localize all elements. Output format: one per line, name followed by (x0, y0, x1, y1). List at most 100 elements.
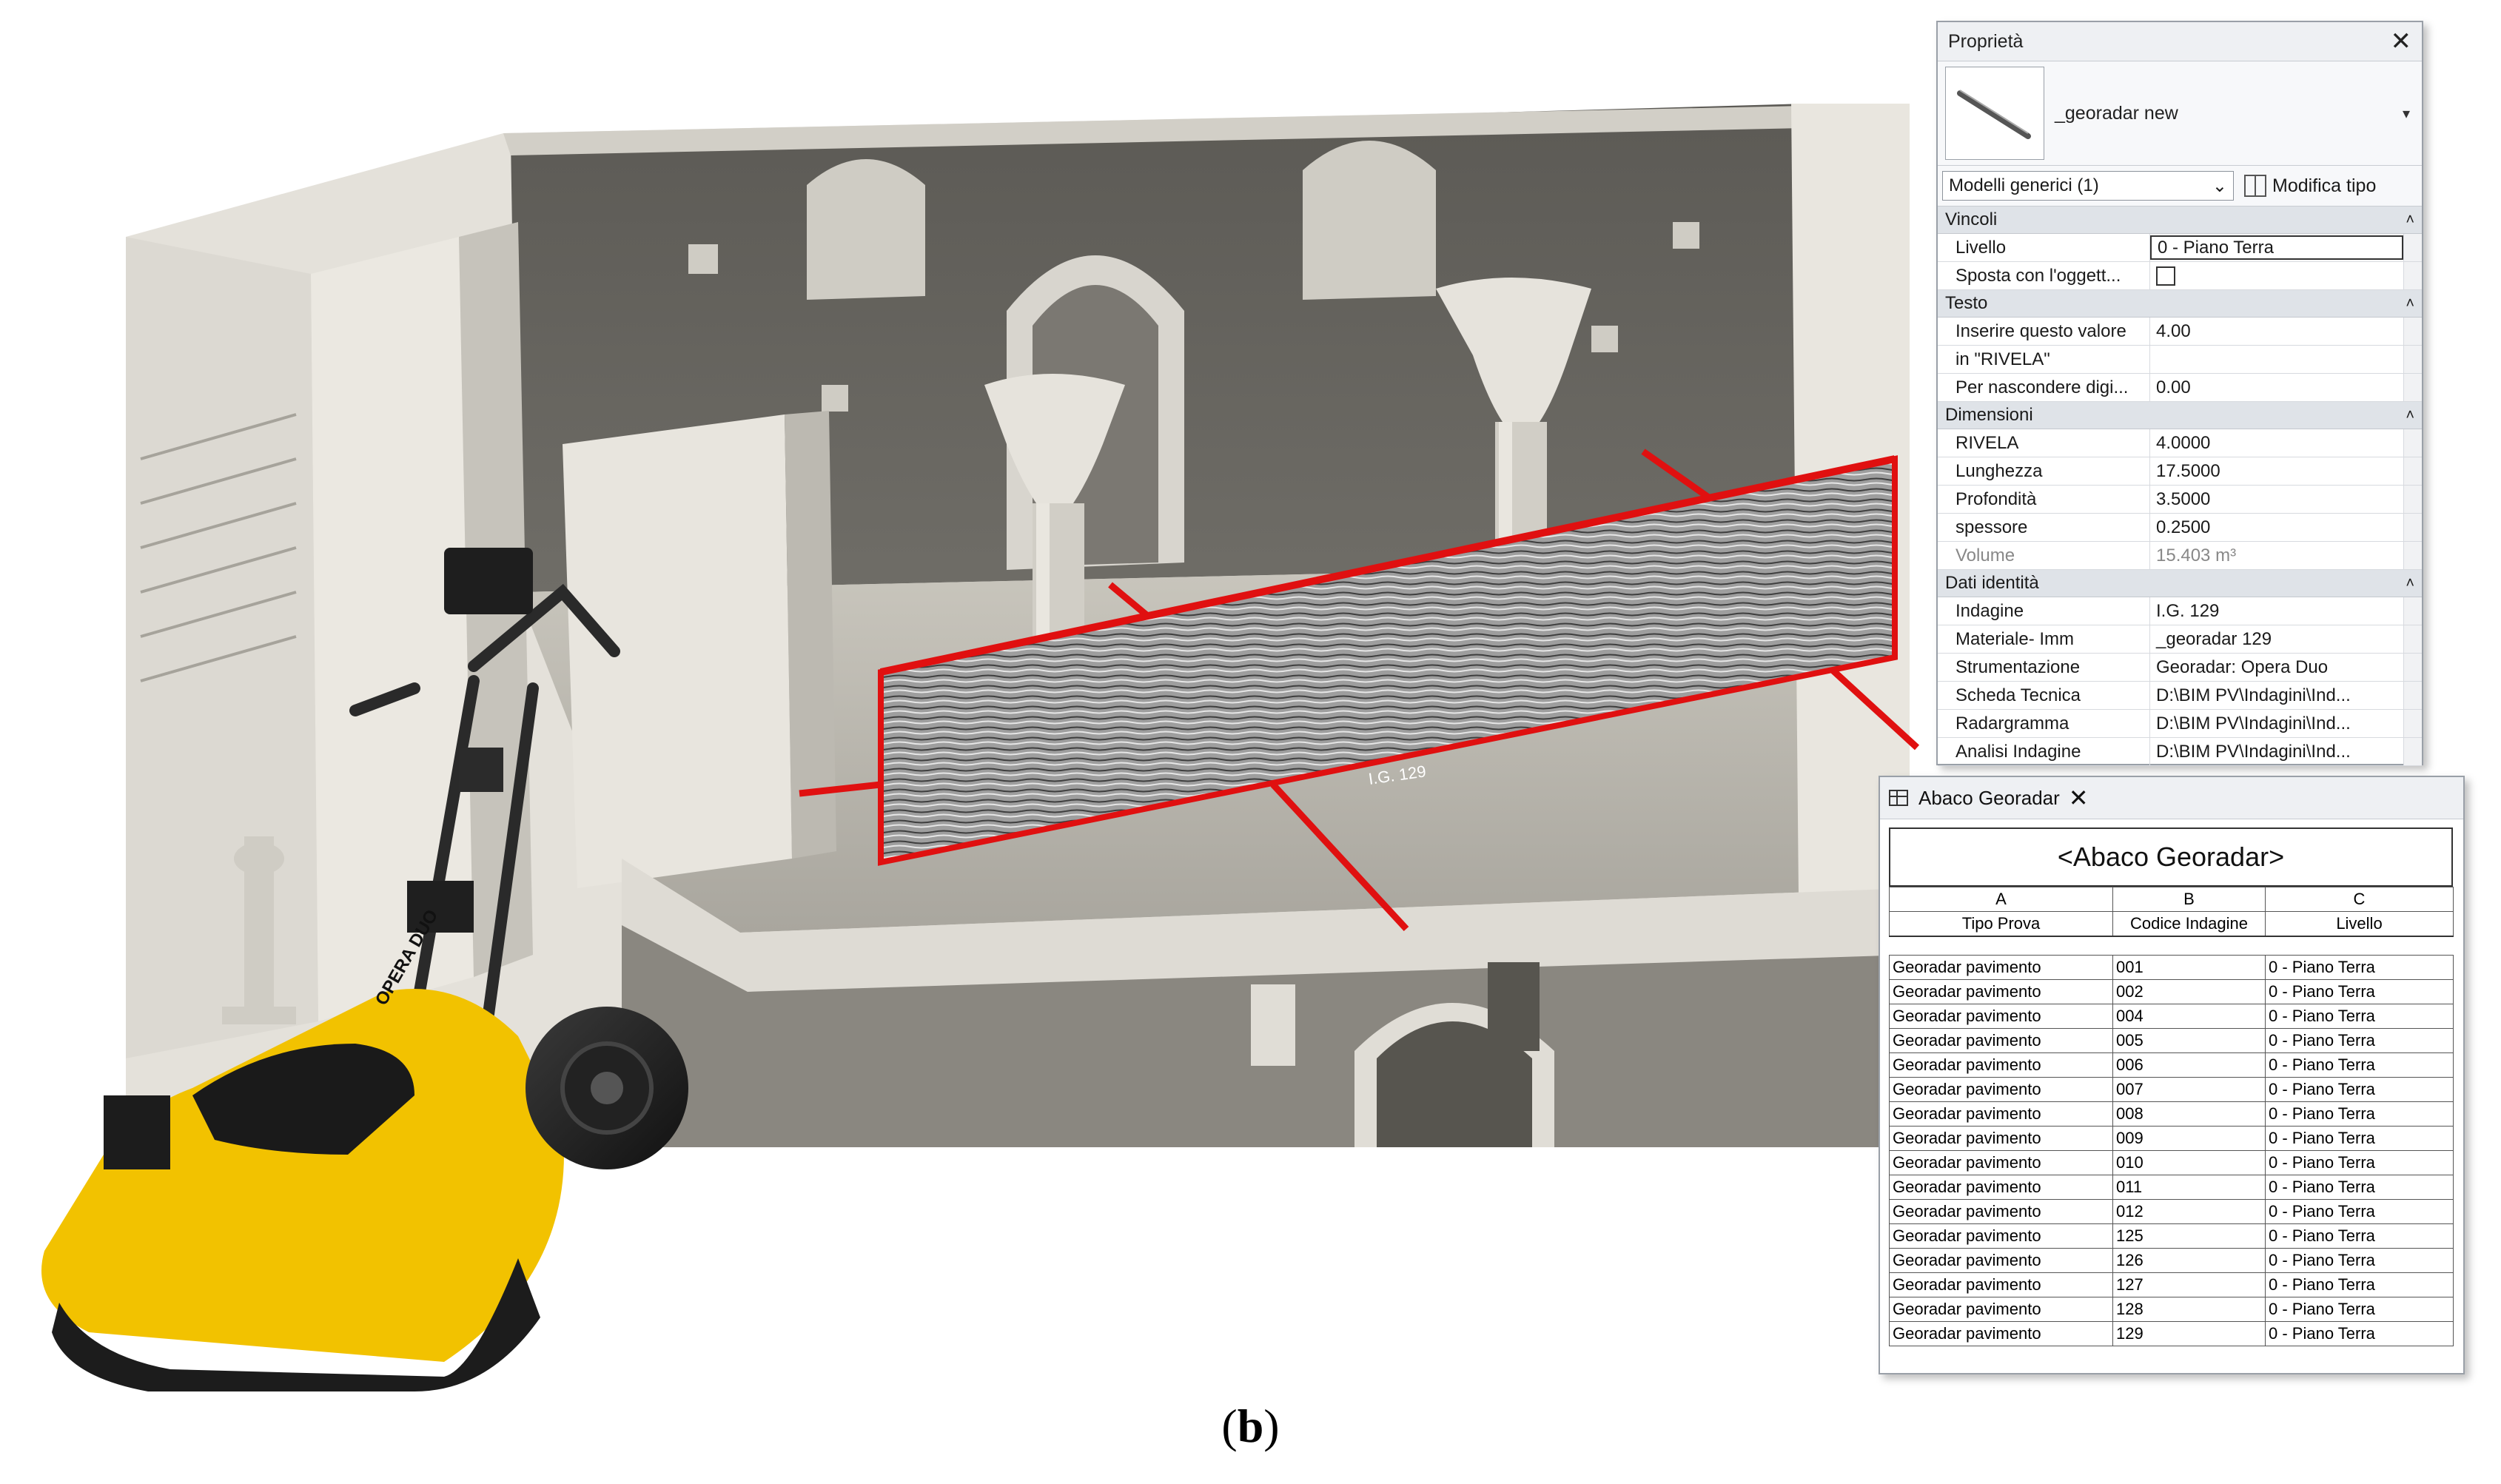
property-row-livello[interactable]: Livello 0 - Piano Terra (1938, 234, 2422, 262)
schedule-cell[interactable]: Georadar pavimento (1889, 1199, 2113, 1224)
schedule-cell[interactable]: 001 (2112, 955, 2266, 980)
schedule-cell[interactable]: 0 - Piano Terra (2265, 1077, 2454, 1102)
schedule-cell[interactable]: 0 - Piano Terra (2265, 1126, 2454, 1151)
property-value-input[interactable]: 0 - Piano Terra (2150, 235, 2403, 260)
schedule-cell[interactable]: Georadar pavimento (1889, 979, 2113, 1004)
property-row[interactable]: Profondità 3.5000 (1938, 486, 2422, 514)
column-header[interactable]: Codice Indagine (2112, 911, 2266, 937)
schedule-cell[interactable]: 128 (2112, 1297, 2266, 1322)
schedule-cell[interactable]: Georadar pavimento (1889, 1126, 2113, 1151)
schedule-cell[interactable]: 0 - Piano Terra (2265, 1052, 2454, 1078)
property-value[interactable]: 0.00 (2156, 377, 2191, 397)
instance-filter-dropdown[interactable]: Modelli generici (1) ⌄ (1942, 171, 2234, 201)
schedule-cell[interactable]: 0 - Piano Terra (2265, 979, 2454, 1004)
schedule-cell[interactable]: Georadar pavimento (1889, 1150, 2113, 1175)
schedule-cell[interactable]: 010 (2112, 1150, 2266, 1175)
schedule-cell[interactable]: Georadar pavimento (1889, 1077, 2113, 1102)
column-letter[interactable]: C (2265, 887, 2454, 912)
schedule-cell[interactable]: 0 - Piano Terra (2265, 1150, 2454, 1175)
schedule-cell[interactable]: 0 - Piano Terra (2265, 1297, 2454, 1322)
schedule-cell[interactable]: 007 (2112, 1077, 2266, 1102)
schedule-cell[interactable]: Georadar pavimento (1889, 1101, 2113, 1127)
column-letter[interactable]: B (2112, 887, 2266, 912)
schedule-cell[interactable]: 005 (2112, 1028, 2266, 1053)
column-letter[interactable]: A (1889, 887, 2113, 912)
schedule-cell[interactable]: Georadar pavimento (1889, 1321, 2113, 1346)
schedule-cell[interactable]: 0 - Piano Terra (2265, 1175, 2454, 1200)
property-row-sposta[interactable]: Sposta con l'oggett... (1938, 262, 2422, 290)
group-header-testo[interactable]: Testo ˄ (1938, 290, 2422, 318)
property-row[interactable]: in "RIVELA" (1938, 346, 2422, 374)
schedule-cell[interactable]: Georadar pavimento (1889, 1004, 2113, 1029)
property-value[interactable]: 0.2500 (2156, 517, 2211, 537)
property-value[interactable]: D:\BIM PV\Indagini\Ind... (2156, 713, 2351, 733)
edit-type-button[interactable]: Modifica tipo (2244, 175, 2376, 197)
property-row[interactable]: Radargramma D:\BIM PV\Indagini\Ind... (1938, 710, 2422, 738)
schedule-cell[interactable]: Georadar pavimento (1889, 1223, 2113, 1249)
group-header-vincoli[interactable]: Vincoli ˄ (1938, 207, 2422, 234)
property-row[interactable]: Indagine I.G. 129 (1938, 597, 2422, 625)
schedule-cell[interactable]: 0 - Piano Terra (2265, 1101, 2454, 1127)
property-value[interactable]: 4.0000 (2156, 432, 2211, 453)
schedule-cell[interactable]: 0 - Piano Terra (2265, 1321, 2454, 1346)
type-selector[interactable]: _georadar new ▾ (1938, 61, 2422, 166)
property-value[interactable] (2150, 346, 2403, 373)
group-header-dati-identita[interactable]: Dati identità ˄ (1938, 570, 2422, 597)
schedule-cell[interactable]: Georadar pavimento (1889, 1297, 2113, 1322)
property-value[interactable]: _georadar 129 (2156, 628, 2272, 649)
property-row[interactable]: Scheda Tecnica D:\BIM PV\Indagini\Ind... (1938, 682, 2422, 710)
property-value[interactable]: Georadar: Opera Duo (2156, 657, 2329, 677)
schedule-cell[interactable]: 129 (2112, 1321, 2266, 1346)
schedule-cell[interactable]: Georadar pavimento (1889, 1052, 2113, 1078)
schedule-cell[interactable]: 0 - Piano Terra (2265, 1248, 2454, 1273)
property-value[interactable]: 4.00 (2156, 320, 2191, 341)
property-row[interactable]: spessore 0.2500 (1938, 514, 2422, 542)
schedule-cell[interactable]: 126 (2112, 1248, 2266, 1273)
schedule-cell[interactable]: 011 (2112, 1175, 2266, 1200)
schedule-cell[interactable]: Georadar pavimento (1889, 1272, 2113, 1297)
property-value[interactable]: 3.5000 (2156, 488, 2211, 509)
schedule-cell[interactable]: 0 - Piano Terra (2265, 1199, 2454, 1224)
property-value[interactable]: D:\BIM PV\Indagini\Ind... (2156, 685, 2351, 705)
property-row[interactable]: Strumentazione Georadar: Opera Duo (1938, 654, 2422, 682)
schedule-cell[interactable]: Georadar pavimento (1889, 1248, 2113, 1273)
property-value[interactable]: D:\BIM PV\Indagini\Ind... (2156, 741, 2351, 762)
property-value[interactable]: I.G. 129 (2156, 600, 2220, 621)
schedule-cell[interactable]: 008 (2112, 1101, 2266, 1127)
properties-close-icon[interactable]: ✕ (2390, 27, 2412, 56)
schedule-tab[interactable]: Abaco Georadar ✕ (1880, 777, 2463, 819)
schedule-cell[interactable]: 0 - Piano Terra (2265, 955, 2454, 980)
column-header[interactable]: Livello (2265, 911, 2454, 937)
schedule-cell[interactable]: 004 (2112, 1004, 2266, 1029)
schedule-cell[interactable]: 009 (2112, 1126, 2266, 1151)
schedule-cell[interactable]: Georadar pavimento (1889, 955, 2113, 980)
property-row[interactable]: Materiale- Imm _georadar 129 (1938, 625, 2422, 654)
schedule-close-icon[interactable]: ✕ (2068, 785, 2089, 811)
schedule-cell[interactable]: 127 (2112, 1272, 2266, 1297)
property-row[interactable]: RIVELA 4.0000 (1938, 429, 2422, 457)
property-row[interactable]: Inserire questo valore 4.00 (1938, 318, 2422, 346)
schedule-cell[interactable]: 0 - Piano Terra (2265, 1028, 2454, 1053)
schedule-cell[interactable]: 012 (2112, 1199, 2266, 1224)
column-header[interactable]: Tipo Prova (1889, 911, 2113, 937)
schedule-cell[interactable]: 125 (2112, 1223, 2266, 1249)
schedule-cell[interactable]: 0 - Piano Terra (2265, 1004, 2454, 1029)
sposta-checkbox[interactable] (2156, 266, 2175, 286)
schedule-cell[interactable]: 0 - Piano Terra (2265, 1272, 2454, 1297)
schedule-cell[interactable]: 002 (2112, 979, 2266, 1004)
schedule-cell[interactable]: 006 (2112, 1052, 2266, 1078)
